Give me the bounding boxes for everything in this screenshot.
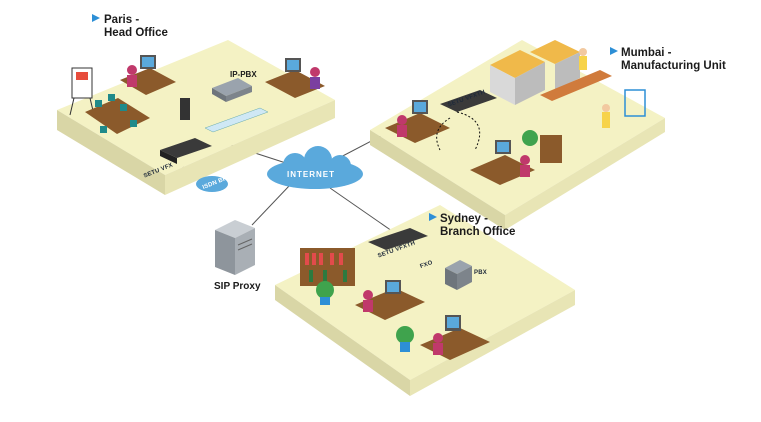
sydney-flag-icon (429, 213, 437, 221)
internet-label: INTERNET (287, 170, 335, 179)
paris-office (57, 40, 335, 195)
sydney-office (275, 205, 575, 396)
mumbai-office (370, 40, 665, 230)
sydney-label: Sydney - Branch Office (440, 213, 515, 239)
paris-label: Paris - Head Office (104, 14, 168, 40)
sip-proxy-label: SIP Proxy (214, 281, 261, 292)
internet-cloud (267, 146, 363, 189)
ip-pbx-label: IP-PBX (230, 70, 257, 79)
sydney-label-line2: Branch Office (440, 226, 516, 238)
mumbai-label-line1: Mumbai - (621, 47, 672, 59)
mumbai-flag-icon (610, 47, 618, 55)
mumbai-label-line2: Manufacturing Unit (621, 60, 726, 72)
sydney-pbx-label: PBX (474, 270, 487, 276)
mumbai-label: Mumbai - Manufacturing Unit (621, 47, 726, 73)
sip-proxy-server (215, 220, 255, 275)
paris-label-line2: Head Office (104, 27, 168, 39)
paris-label-line1: Paris - (104, 14, 140, 26)
sydney-label-line1: Sydney - (440, 213, 488, 225)
paris-flag-icon (92, 14, 100, 22)
